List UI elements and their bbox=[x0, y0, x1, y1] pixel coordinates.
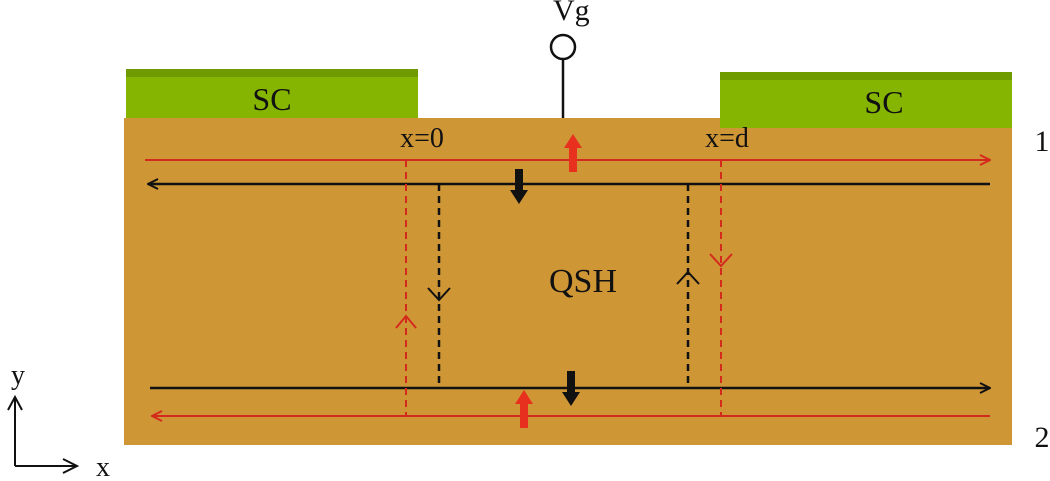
qsh-label: QSH bbox=[549, 263, 617, 300]
gate-terminal-icon bbox=[549, 33, 577, 118]
spin-up-red-arrow-icon bbox=[564, 134, 582, 172]
position-label-x0: x=0 bbox=[400, 123, 444, 154]
superconductor-left-label: SC bbox=[252, 81, 291, 117]
superconductor-right-label: SC bbox=[864, 84, 903, 120]
position-label-xd: x=d bbox=[705, 123, 749, 154]
superconductor-right bbox=[720, 72, 1012, 128]
tunneling-path-right-black bbox=[676, 184, 700, 388]
tunneling-path-left-black bbox=[427, 184, 451, 388]
xy-axes-icon bbox=[7, 394, 80, 474]
axis-label-x: x bbox=[96, 452, 110, 481]
superconductor-left bbox=[126, 69, 418, 118]
edge-label-top: 1 bbox=[1035, 125, 1050, 158]
axis-label-y: y bbox=[11, 360, 25, 391]
spin-up-red-arrow-icon bbox=[515, 390, 533, 428]
tunneling-path-left-red bbox=[395, 160, 417, 416]
edge-label-bottom: 2 bbox=[1035, 421, 1050, 454]
tunneling-path-right-red bbox=[709, 160, 733, 416]
gate-label: Vg bbox=[553, 0, 590, 27]
spin-down-black-arrow-icon bbox=[562, 371, 580, 406]
spin-down-black-arrow-icon bbox=[510, 169, 528, 204]
